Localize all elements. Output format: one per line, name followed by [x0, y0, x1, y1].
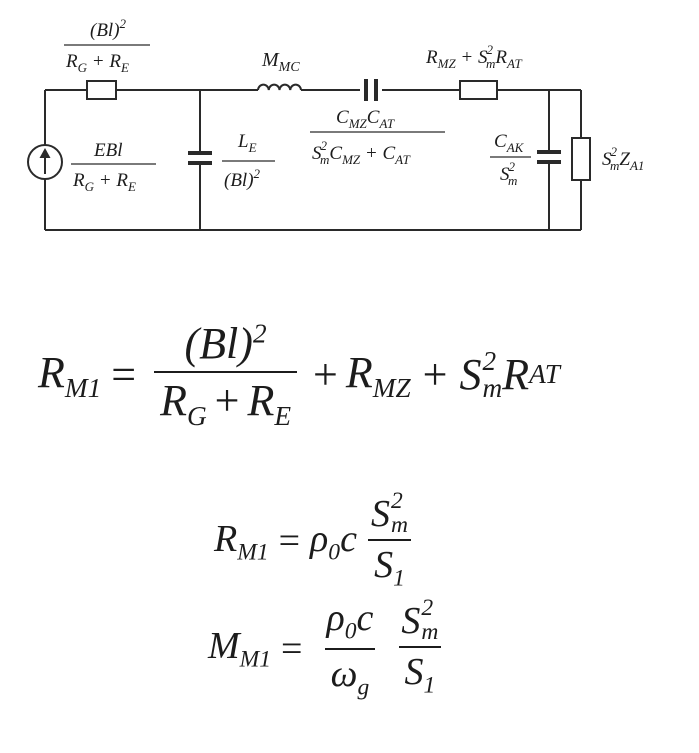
- eq3-equals: =: [281, 627, 303, 670]
- eq3-numerator-1: ρ0c: [326, 597, 374, 645]
- eq2-lhs: RM1: [214, 517, 269, 566]
- current-source-symbol: [27, 144, 63, 180]
- equation-mm1: MM1 = ρ0c ωg S 2 m S1: [208, 596, 452, 701]
- eq1-equals: =: [111, 350, 137, 400]
- shunt-capacitor-symbol: [188, 151, 212, 165]
- load-impedance-symbol: [571, 137, 591, 181]
- eq2-rho-c: ρ0c: [310, 517, 357, 566]
- svg-text:CMZCAT: CMZCAT: [336, 107, 395, 131]
- eq3-lhs: MM1: [208, 624, 272, 673]
- eq2-denominator: S1: [368, 539, 411, 593]
- eq3-fraction-2: S 2 m S1: [395, 597, 444, 700]
- svg-text:RG + RE: RG + RE: [65, 51, 129, 75]
- eq1-term-rmz: RMZ: [345, 347, 411, 403]
- circuit-wires: [44, 89, 582, 231]
- svg-text:(Bl)2: (Bl)2: [90, 16, 127, 41]
- eq3-denominator-2: S1: [398, 646, 442, 700]
- series-resistor-symbol: [86, 80, 117, 100]
- eq1-numerator: (Bl)2: [184, 318, 267, 368]
- eq3-fraction-1: ρ0c ωg: [320, 596, 379, 701]
- eq1-fraction: (Bl)2 RG+RE: [154, 318, 298, 432]
- shunt-capacitor-label: LE (Bl)2: [222, 131, 275, 191]
- svg-text:LE: LE: [237, 131, 257, 155]
- eq1-plus-2: +: [422, 350, 448, 400]
- eq3-numerator-2: S 2 m: [401, 595, 439, 645]
- eq2-equals: =: [278, 520, 301, 563]
- equation-rm1-acoustic: RM1 = ρ0c S 2 m S1: [214, 488, 422, 593]
- svg-text:CAK: CAK: [494, 131, 525, 155]
- svg-text:EBl: EBl: [93, 140, 123, 161]
- eq1-lhs: RM1: [38, 347, 102, 403]
- series-resistor-2-symbol: [459, 80, 498, 100]
- eq2-fraction: S 2 m S1: [365, 488, 414, 593]
- eq3-denominator-1: ωg: [324, 647, 376, 702]
- eq1-denominator: RG+RE: [154, 371, 298, 432]
- inductor-symbol: [257, 83, 302, 91]
- eq1-plus-1: +: [313, 350, 338, 400]
- series-capacitor-symbol: [364, 79, 378, 101]
- eq2-numerator: S 2 m: [370, 488, 408, 538]
- svg-text:RG + RE: RG + RE: [72, 170, 136, 194]
- inductor-label: MMC: [261, 49, 300, 75]
- equivalent-circuit-diagram: (Bl)2 RG + RE EBl RG + RE LE (Bl)2 MMC C…: [27, 16, 644, 231]
- source-label: EBl RG + RE: [71, 140, 156, 194]
- svg-text:S2m: S2m: [500, 159, 517, 188]
- svg-text:(Bl)2: (Bl)2: [224, 166, 261, 191]
- cavity-capacitor-symbol: [537, 150, 561, 164]
- series-resistor-label: (Bl)2 RG + RE: [64, 16, 150, 75]
